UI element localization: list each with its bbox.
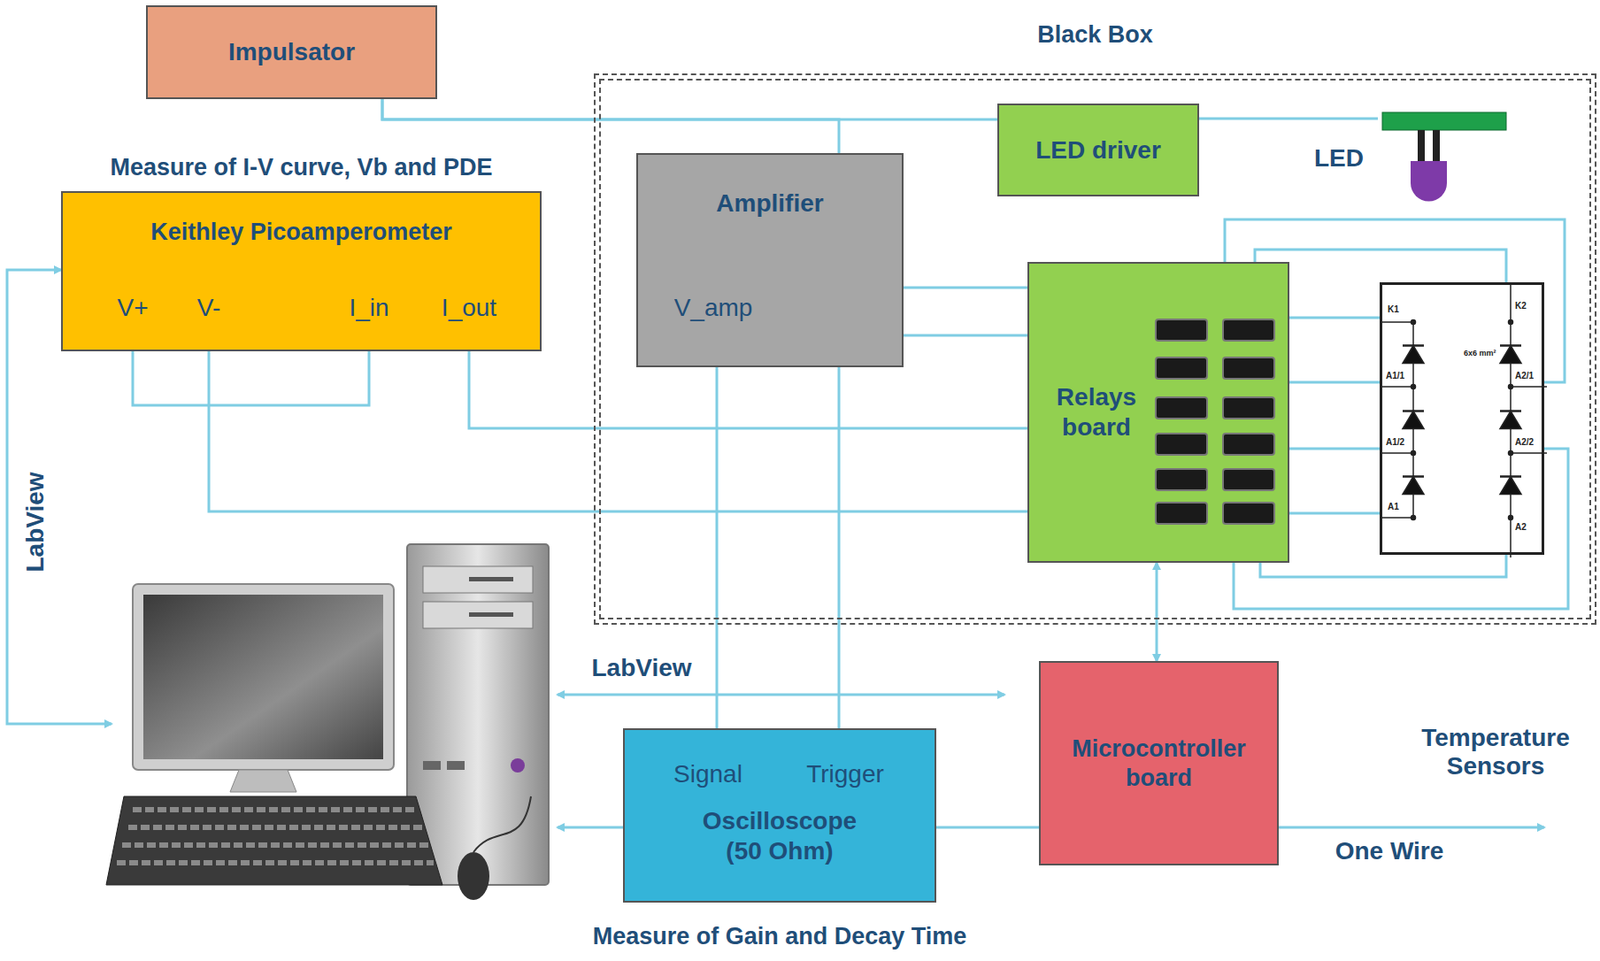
node-label: Keithley Picoamperometer <box>150 217 453 247</box>
relay-board: Relays board <box>1027 261 1290 563</box>
signal-wire <box>903 286 1028 290</box>
signal-wire <box>208 351 1028 512</box>
node-label: Microcontroller board <box>1046 734 1272 793</box>
signal-wire <box>1289 512 1380 516</box>
heading-text: Measure of Gain and Decay Time <box>536 923 1024 951</box>
signal-wire <box>1289 381 1380 385</box>
heading-text: Black Box <box>595 20 1595 49</box>
pin-label: A2/2 <box>1515 437 1534 448</box>
computer-illustration <box>106 544 549 900</box>
node-label: Impulsator <box>228 37 355 68</box>
heading-text: Measure of I-V curve, Vb and PDE <box>62 153 540 182</box>
node-label: Amplifier <box>715 188 824 219</box>
generator-box: Impulsator <box>146 5 438 100</box>
signal-wire <box>1254 249 1507 283</box>
instrument-box: Measure of I-V curve, Vb and PDEKeithley… <box>61 191 542 352</box>
signal-name: V_amp <box>674 293 754 323</box>
pin-label: A1/1 <box>1385 370 1405 382</box>
signal-name: I_out <box>441 293 497 323</box>
pin-label: K2 <box>1515 300 1527 312</box>
enclosure-region: Black BoxAmplifierLED driverLEDRelays bo… <box>593 73 1597 625</box>
signal-wire <box>936 826 1039 830</box>
diode-schematic <box>1382 284 1547 558</box>
node-label: Oscilloscope (50 Ohm) <box>682 806 877 866</box>
pin-label: 6x6 mm² <box>1463 348 1497 359</box>
signal-wire <box>1260 554 1507 577</box>
sipm-array: K1 K2A1/1 A2/1A1/2 A2/2A1A2 6x6 mm² <box>1379 282 1545 555</box>
signal-name: V- <box>197 293 221 323</box>
signal-wire <box>715 367 719 729</box>
pin-label: A2/1 <box>1515 370 1534 382</box>
driver-box: LED driver <box>997 103 1200 197</box>
annotation-text: One Wire <box>1335 837 1445 866</box>
pin-label: K1 <box>1387 304 1400 316</box>
heading-text: LED <box>1314 143 1364 174</box>
signal-wire <box>1155 562 1159 662</box>
led-drawing <box>1377 107 1511 201</box>
signal-name: Trigger <box>806 760 885 789</box>
signal-wire <box>382 99 998 120</box>
led-symbol: LED <box>1377 107 1511 201</box>
signal-wire <box>1199 117 1378 121</box>
controller-box: Microcontroller board <box>1038 661 1279 866</box>
pin-label: A2 <box>1515 522 1527 533</box>
oscilloscope-box: Oscilloscope (50 Ohm)Measure of Gain and… <box>623 728 937 903</box>
pin-label: A1 <box>1387 501 1400 513</box>
amplifier-box: Amplifier <box>636 153 904 368</box>
annotation-text: LabView <box>591 653 692 683</box>
annotation-text: LabView <box>21 471 50 572</box>
signal-name: V+ <box>116 293 148 323</box>
labview-wire <box>557 693 1005 697</box>
keithley-loop-wire <box>132 351 370 406</box>
signal-wire <box>1289 316 1380 320</box>
node-label: LED driver <box>1035 135 1162 166</box>
scope-pc-wire <box>557 826 624 830</box>
signal-name: Signal <box>673 760 743 789</box>
signal-wire <box>903 334 1028 338</box>
signal-name: I_in <box>348 293 389 323</box>
one-wire-line <box>1275 826 1545 830</box>
signal-wire <box>1289 447 1380 451</box>
pin-label: A1/2 <box>1385 437 1405 448</box>
node-label: Relays board <box>1038 382 1155 442</box>
annotation-text: Temperature Sensors <box>1407 723 1585 781</box>
